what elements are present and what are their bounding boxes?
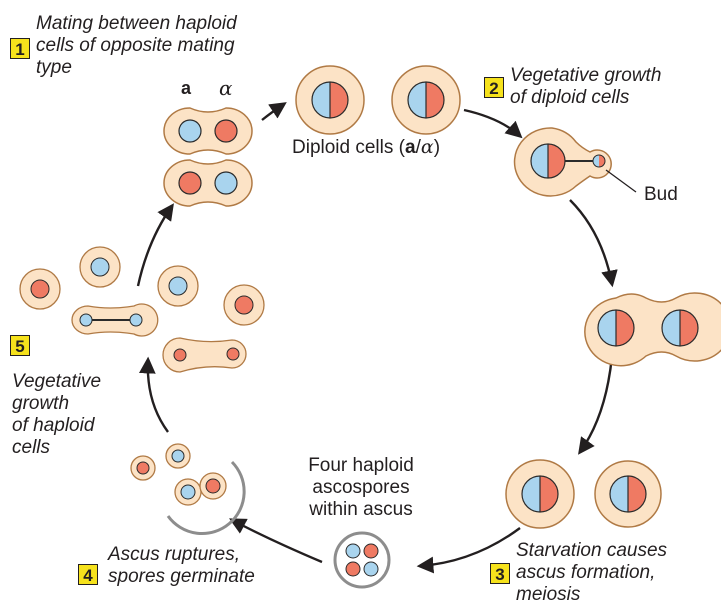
ascus-with-four-spores: [333, 531, 391, 589]
step-5-line-1: Vegetative: [12, 371, 102, 392]
step-2-badge: 2: [484, 77, 504, 98]
arrow-ascus-to-mature: [416, 527, 521, 574]
ruptured-ascus: [130, 443, 246, 535]
diploid-cell-1: [295, 65, 365, 135]
arrow-mature-to-ruptured: [229, 518, 323, 564]
budding-diploid-cell: [513, 127, 637, 197]
step-3-line-3: meiosis: [516, 584, 581, 605]
ascospores-line-1: Four haploid: [308, 455, 414, 476]
step-1-line-2: cells of opposite mating: [36, 35, 235, 56]
spore-a: [363, 561, 379, 577]
nucleus-alpha: [214, 119, 238, 143]
diploid-cell-2: [391, 65, 461, 135]
mating-pair-bottom: [163, 159, 253, 207]
diploid-cell-4: [594, 460, 662, 528]
step-4-badge: 4: [78, 564, 98, 585]
step-1-text: Mating between haploid cells of opposite…: [36, 13, 237, 79]
spore-a: [345, 543, 361, 559]
step-3-line-1: Starvation causes: [516, 540, 668, 561]
ascospores-line-2: ascospores: [312, 477, 410, 498]
nucleus-a: [178, 119, 202, 143]
step-4-text: Ascus ruptures, spores germinate: [108, 544, 255, 588]
ascospores-line-3: within ascus: [309, 499, 413, 520]
step-4-line-2: spores germinate: [108, 566, 255, 587]
arrow-mating-to-diploid: [261, 102, 287, 121]
arrow-haploid-to-mating: [136, 203, 174, 287]
spore-alpha: [363, 543, 379, 559]
diploid-cells-label: Diploid cells (a/α): [292, 136, 441, 158]
nucleus-alpha: [178, 171, 202, 195]
ascospores-label: Four haploid ascospores within ascus: [296, 455, 426, 521]
step-3-badge: 3: [490, 563, 510, 584]
step-3-text: Starvation causes ascus formation, meios…: [516, 540, 667, 606]
spore-alpha: [345, 561, 361, 577]
step-5-badge: 5: [10, 335, 30, 356]
step-1-line-1: Mating between haploid: [36, 13, 237, 34]
step-5-line-4: cells: [12, 437, 51, 458]
arrow-bud-to-elongated: [569, 199, 618, 288]
step-2-text: Vegetative growth of diploid cells: [510, 65, 661, 109]
step-5-line-2: growth: [12, 393, 70, 414]
diploid-cell-3: [505, 459, 575, 529]
mating-pair-top: [163, 107, 253, 155]
arrow-ruptured-to-haploid-growth: [138, 356, 169, 433]
step-2-line-1: Vegetative growth: [510, 65, 662, 86]
mating-type-a-label: a: [181, 78, 192, 98]
mating-type-alpha-label: α: [219, 76, 233, 100]
cycle-arrows: [136, 102, 618, 574]
arrow-diploid-to-vegetative: [463, 108, 523, 139]
bud-pointer: [605, 169, 637, 193]
nucleus-a: [214, 171, 238, 195]
step-5-text: Vegetative growth of haploid cells: [12, 371, 101, 459]
step-1-line-3: type: [36, 57, 72, 78]
step-2-line-2: of diploid cells: [510, 87, 630, 108]
haploid-cells: [19, 246, 265, 373]
step-1-badge: 1: [10, 38, 30, 59]
step-5-line-3: of haploid: [12, 415, 95, 436]
dividing-diploid-cell: [584, 292, 721, 367]
step-3-line-2: ascus formation,: [516, 562, 656, 583]
arrow-elongated-to-ascus: [578, 355, 614, 455]
bud-label: Bud: [644, 184, 678, 205]
step-4-line-1: Ascus ruptures,: [108, 544, 240, 565]
